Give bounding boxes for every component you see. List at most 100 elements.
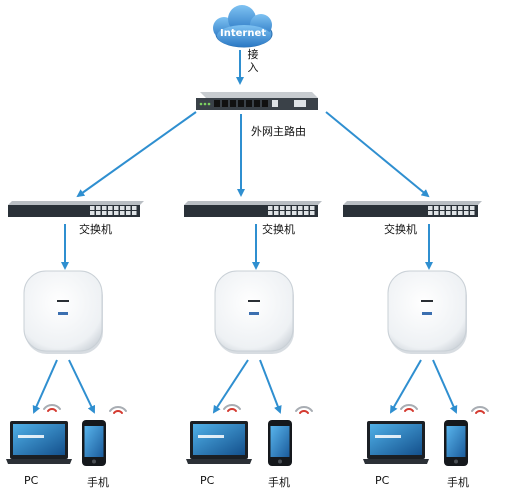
arrow-ap-to-phone-3 (432, 359, 458, 414)
arrow-ap-to-pc-1 (32, 359, 58, 414)
arrow-router-to-switch-3 (325, 111, 430, 198)
switch-port (470, 211, 475, 215)
switch-port (310, 211, 315, 215)
switch-port (102, 206, 107, 210)
switch-port (132, 206, 137, 210)
switch-port (286, 206, 291, 210)
laptop-screen (193, 424, 245, 455)
phone-icon-3 (444, 420, 468, 466)
groups-layer (6, 201, 489, 466)
switch-port (280, 211, 285, 215)
ap-body (387, 270, 467, 352)
switch-port (440, 211, 445, 215)
ap-led (248, 300, 260, 302)
switch-port (108, 211, 113, 215)
ap-led (57, 300, 69, 302)
router-top (200, 92, 318, 98)
switch-port (464, 211, 469, 215)
wifi-icon-pc-3 (400, 404, 418, 412)
laptop-icon-3 (363, 421, 429, 464)
pc-label-2: PC (200, 474, 215, 487)
switch-port (102, 211, 107, 215)
wifi-icon-phone-3 (471, 406, 489, 414)
switch-label-1: 交换机 (79, 223, 112, 236)
switch-port (274, 206, 279, 210)
switch-port (132, 211, 137, 215)
switch-label-3: 交换机 (384, 223, 417, 236)
phone-home-button (454, 459, 458, 464)
laptop-icon-1 (6, 421, 72, 464)
switch-device-2 (184, 201, 322, 217)
switch-port (274, 211, 279, 215)
switch-port (298, 211, 303, 215)
internet-cloud-icon (213, 5, 273, 48)
switch-port (464, 206, 469, 210)
switch-port (108, 206, 113, 210)
switch-port (304, 206, 309, 210)
switch-port (304, 211, 309, 215)
switch-device-3 (343, 201, 482, 217)
switch-port (446, 211, 451, 215)
switch-port (452, 211, 457, 215)
switch-port (90, 206, 95, 210)
phone-screen (270, 426, 290, 457)
switch-port (458, 211, 463, 215)
switch-port (268, 206, 273, 210)
phone-home-button (278, 459, 282, 464)
ap-logo (422, 312, 432, 315)
ap-body (214, 270, 294, 352)
switch-port (310, 206, 315, 210)
internet-label: Internet (220, 28, 266, 39)
router-label: 外网主路由 (251, 125, 306, 138)
switch-port (298, 206, 303, 210)
ap-led (421, 300, 433, 302)
switch-port (96, 211, 101, 215)
switch-label-2: 交换机 (262, 223, 295, 236)
switch-port (96, 206, 101, 210)
uplink-label: 接入 (247, 48, 259, 74)
switch-port (120, 206, 125, 210)
switch-port (126, 206, 131, 210)
arrow-ap-to-pc-2 (212, 359, 249, 414)
arrow-ap-to-phone-2 (259, 359, 282, 414)
wifi-icon-phone-1 (109, 406, 127, 414)
wifi-icon-phone-2 (295, 406, 313, 414)
switch-body (343, 205, 478, 217)
laptop-icon-2 (186, 421, 252, 464)
switch-device-1 (8, 201, 144, 217)
ap-logo (58, 312, 68, 315)
arrow-router-to-switch-1 (76, 111, 197, 198)
router-device (196, 92, 318, 110)
laptop-base (363, 459, 429, 464)
switch-port (434, 211, 439, 215)
access-point-icon-2 (214, 270, 294, 354)
switch-port (120, 211, 125, 215)
switch-port (268, 211, 273, 215)
switch-port (434, 206, 439, 210)
phone-icon-2 (268, 420, 292, 466)
switch-body (184, 205, 318, 217)
router-port-row (214, 100, 306, 107)
laptop-screen-logo (18, 435, 44, 438)
phone-screen (446, 426, 466, 457)
switch-top (8, 201, 144, 205)
switch-port (428, 211, 433, 215)
wifi-icon-pc-2 (223, 404, 241, 412)
switch-top (343, 201, 482, 205)
switch-port (458, 206, 463, 210)
pc-label-1: PC (24, 474, 39, 487)
wifi-icon-pc-1 (43, 404, 61, 412)
switch-port (470, 206, 475, 210)
switch-port (114, 211, 119, 215)
phone-icon-1 (82, 420, 106, 466)
laptop-screen-logo (375, 435, 401, 438)
laptop-base (6, 459, 72, 464)
switch-port (126, 211, 131, 215)
laptop-base (186, 459, 252, 464)
ap-logo (249, 312, 259, 315)
phone-label-1: 手机 (87, 476, 109, 489)
arrow-ap-to-phone-1 (68, 359, 96, 414)
switch-port (452, 206, 457, 210)
